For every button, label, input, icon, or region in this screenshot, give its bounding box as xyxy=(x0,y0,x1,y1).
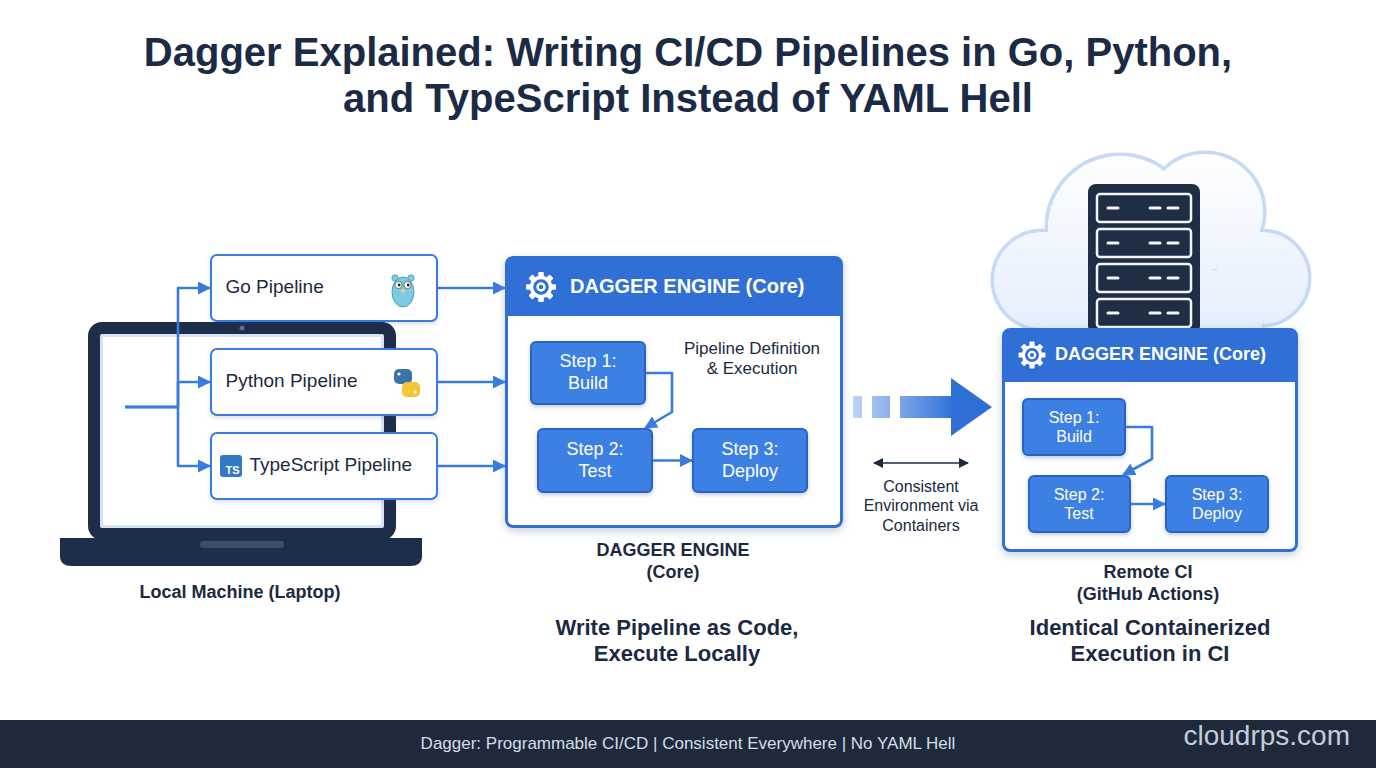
pipeline-box: TS TypeScript Pipeline xyxy=(210,432,438,500)
footer-text: Dagger: Programmable CI/CD | Consistent … xyxy=(0,720,1376,768)
connector-arrow xyxy=(438,465,505,468)
node-title: Step 1: Build xyxy=(1039,398,1109,456)
node-title: Step 2: Test xyxy=(555,428,635,493)
connector-arrow xyxy=(1123,427,1152,475)
diagram-title: Dagger Explained: Writing CI/CD Pipeline… xyxy=(128,27,1248,123)
step-box: Step 2: Test xyxy=(1028,475,1131,533)
engine-box: DAGGER ENGINE (Core) Pipeline Definition … xyxy=(505,256,843,528)
column-caption: Write Pipeline as Code, Execute Locally xyxy=(527,612,827,670)
engine-box: DAGGER ENGINE (Core)Remote CI (GitHub Ac… xyxy=(1002,328,1298,552)
step-box: Step 3: Deploy xyxy=(1165,475,1269,533)
flow-arrow xyxy=(853,396,951,418)
connector-arrow xyxy=(645,373,672,428)
connector-arrow xyxy=(125,407,210,466)
node-title: Step 3: Deploy xyxy=(710,428,790,493)
laptop-base xyxy=(60,538,422,566)
step-box: Step 1: Build xyxy=(530,341,646,405)
watermark: cloudrps.com xyxy=(1130,716,1350,756)
column-caption: Identical Containerized Execution in CI xyxy=(1000,612,1300,670)
cloud-fill xyxy=(994,154,1308,332)
node-title: TS xyxy=(220,455,242,477)
gear-icon xyxy=(1019,342,1046,369)
pipeline-box: Go Pipeline xyxy=(210,254,438,322)
gear-icon xyxy=(526,272,556,302)
node-title: Go Pipeline xyxy=(226,254,396,322)
connector-arrow xyxy=(125,382,210,407)
step-box: Step 3: Deploy xyxy=(692,428,808,493)
node-title: Step 1: Build xyxy=(548,341,628,405)
node-text: TypeScript Pipeline xyxy=(250,432,430,500)
connector-arrow xyxy=(1131,503,1165,506)
node-title: DAGGER ENGINE (Core) xyxy=(570,256,830,316)
connector-arrow xyxy=(438,381,505,384)
node-title: Step 3: Deploy xyxy=(1182,475,1252,533)
connector-note: Consistent Environment via Containers xyxy=(846,476,996,536)
server-rack xyxy=(1088,184,1200,334)
node-title: DAGGER ENGINE (Core) xyxy=(1055,328,1290,382)
cloud-outline xyxy=(994,154,1308,332)
node-title: Step 2: Test xyxy=(1044,475,1114,533)
laptop-camera xyxy=(240,326,245,331)
step-box: Step 2: Test xyxy=(537,428,653,493)
connector-arrow xyxy=(125,288,210,407)
double-arrow xyxy=(874,462,968,464)
node-title: Local Machine (Laptop) xyxy=(46,580,434,606)
pipeline-box: Python Pipeline xyxy=(210,348,438,416)
node-text: DAGGER ENGINE (Core) xyxy=(583,538,763,586)
python-icon xyxy=(394,369,420,397)
node-text: Remote CI (GitHub Actions) xyxy=(1073,560,1223,608)
connector-arrow xyxy=(653,459,692,462)
node-title: Python Pipeline xyxy=(226,348,396,416)
node-text: Pipeline Definition & Execution xyxy=(678,334,826,384)
gopher-icon xyxy=(392,275,414,307)
connector-arrow xyxy=(438,287,505,290)
footer-band xyxy=(0,720,1376,768)
step-box: Step 1: Build xyxy=(1022,398,1126,456)
